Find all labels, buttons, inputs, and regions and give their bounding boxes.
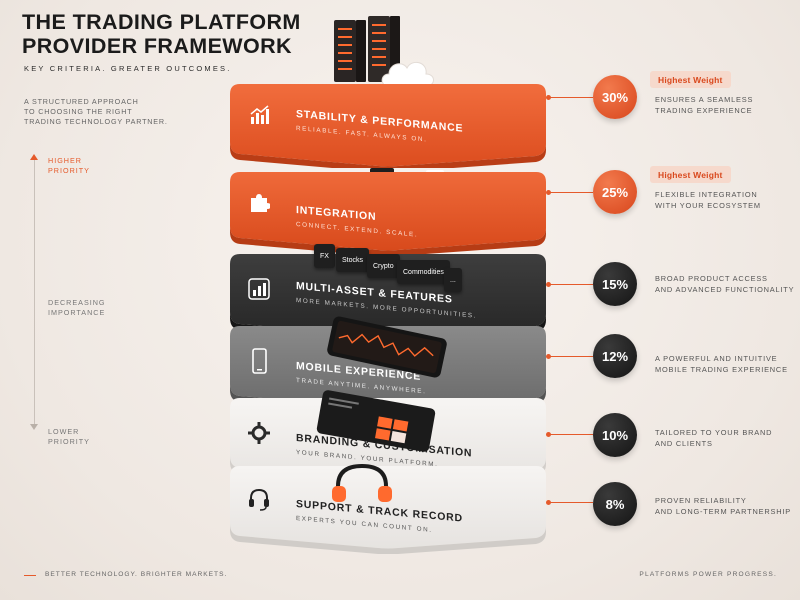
scale-low-line-2: PRIORITY	[48, 436, 90, 446]
desc-line-2: MOBILE TRADING EXPERIENCE	[655, 364, 788, 374]
bar-chart-icon	[246, 102, 272, 128]
highest-weight-badge: Highest Weight	[650, 71, 731, 88]
gear-icon	[246, 420, 272, 446]
scale-low-line-1: LOWER	[48, 427, 80, 436]
layer-description-integration: FLEXIBLE INTEGRATION WITH YOUR ECOSYSTEM	[655, 190, 795, 211]
bar-chart-icon	[246, 276, 272, 302]
weight-percent-stability: 30%	[593, 75, 637, 119]
scale-mid-line-1: DECREASING	[48, 298, 106, 307]
slab-shape	[230, 466, 546, 554]
slab-shape	[230, 172, 546, 256]
footer-tagline-left: BETTER TECHNOLOGY. BRIGHTER MARKETS.	[45, 571, 228, 578]
scale-label-low: LOWER PRIORITY	[48, 427, 90, 446]
scale-high-line-1: HIGHER	[48, 156, 82, 165]
chip-crypto: Crypto	[367, 254, 400, 278]
desc-line-2: WITH YOUR ECOSYSTEM	[655, 200, 761, 210]
desc-line-1: ENSURES A SEAMLESS	[655, 95, 754, 104]
layer-integration: INTEGRATION CONNECT. EXTEND. SCALE.	[228, 166, 548, 256]
weight-percent-support: 8%	[593, 482, 637, 526]
cloud-icon	[378, 52, 436, 92]
intro-line-1: A STRUCTURED APPROACH	[24, 97, 139, 106]
scale-mid-line-2: IMPORTANCE	[48, 307, 106, 317]
connector-line	[548, 97, 593, 98]
desc-line-2: TRADING EXPERIENCE	[655, 105, 753, 115]
footer-accent-line	[24, 575, 36, 576]
intro-line-3: TRADING TECHNOLOGY PARTNER.	[24, 117, 168, 126]
footer-tagline-right: PLATFORMS POWER PROGRESS.	[639, 571, 777, 578]
highest-weight-badge: Highest Weight	[650, 166, 731, 183]
layer-description-multi-asset: BROAD PRODUCT ACCESS AND ADVANCED FUNCTI…	[655, 274, 795, 295]
scale-label-high: HIGHER PRIORITY	[48, 156, 90, 175]
title-line-2: PROVIDER FRAMEWORK	[22, 34, 292, 58]
scale-high-line-2: PRIORITY	[48, 165, 90, 175]
desc-line-2: AND LONG-TERM PARTNERSHIP	[655, 506, 791, 516]
desc-line-1: FLEXIBLE INTEGRATION	[655, 190, 758, 199]
puzzle-icon	[246, 190, 272, 216]
desc-line-1: BROAD PRODUCT ACCESS	[655, 274, 768, 283]
connector-line	[548, 356, 593, 357]
connector-line	[548, 192, 593, 193]
layer-stability-performance: STABILITY & PERFORMANCE RELIABLE. FAST. …	[228, 78, 548, 168]
layer-description-support: PROVEN RELIABILITY AND LONG-TERM PARTNER…	[655, 496, 795, 517]
connector-dot	[546, 95, 551, 100]
weight-percent-mobile: 12%	[593, 334, 637, 378]
connector-dot	[546, 282, 551, 287]
page-subtitle: KEY CRITERIA. GREATER OUTCOMES.	[24, 64, 232, 73]
layer-description-mobile: A POWERFUL AND INTUITIVE MOBILE TRADING …	[655, 354, 795, 375]
connector-line	[548, 434, 593, 435]
connector-line	[548, 284, 593, 285]
intro-line-2: TO CHOOSING THE RIGHT	[24, 107, 133, 116]
desc-line-2: AND CLIENTS	[655, 438, 713, 448]
page-title: THE TRADING PLATFORM PROVIDER FRAMEWORK	[22, 10, 322, 58]
layer-description-branding: TAILORED TO YOUR BRAND AND CLIENTS	[655, 428, 795, 449]
desc-line-1: TAILORED TO YOUR BRAND	[655, 428, 773, 437]
chip-more: ...	[444, 268, 462, 292]
desc-line-1: A POWERFUL AND INTUITIVE	[655, 354, 778, 363]
desc-line-2: AND ADVANCED FUNCTIONALITY	[655, 284, 795, 294]
smartphone-icon	[246, 348, 272, 374]
headset-illustration	[330, 462, 394, 506]
layer-support-track-record: SUPPORT & TRACK RECORD EXPERTS YOU CAN C…	[228, 462, 548, 554]
scale-label-mid: DECREASING IMPORTANCE	[48, 298, 106, 317]
brand-card-illustration	[315, 388, 437, 453]
weight-percent-branding: 10%	[593, 413, 637, 457]
priority-scale-line	[34, 160, 35, 425]
arrow-down-icon	[30, 424, 38, 430]
slab-shape	[230, 84, 546, 168]
chip-fx: FX	[314, 244, 335, 268]
layer-description-stability: ENSURES A SEAMLESS TRADING EXPERIENCE	[655, 95, 795, 116]
connector-line	[548, 502, 593, 503]
headset-icon	[246, 486, 272, 512]
desc-line-1: PROVEN RELIABILITY	[655, 496, 747, 505]
weight-percent-multi-asset: 15%	[593, 262, 637, 306]
weight-percent-integration: 25%	[593, 170, 637, 214]
chip-stocks: Stocks	[336, 248, 370, 272]
connector-dot	[546, 500, 551, 505]
connector-dot	[546, 432, 551, 437]
connector-dot	[546, 190, 551, 195]
chip-commodities: Commodities	[397, 260, 450, 284]
arrow-up-icon	[30, 154, 38, 160]
connector-dot	[546, 354, 551, 359]
title-line-1: THE TRADING PLATFORM	[22, 10, 301, 34]
phone-illustration	[325, 314, 449, 380]
intro-text: A STRUCTURED APPROACH TO CHOOSING THE RI…	[24, 97, 184, 127]
